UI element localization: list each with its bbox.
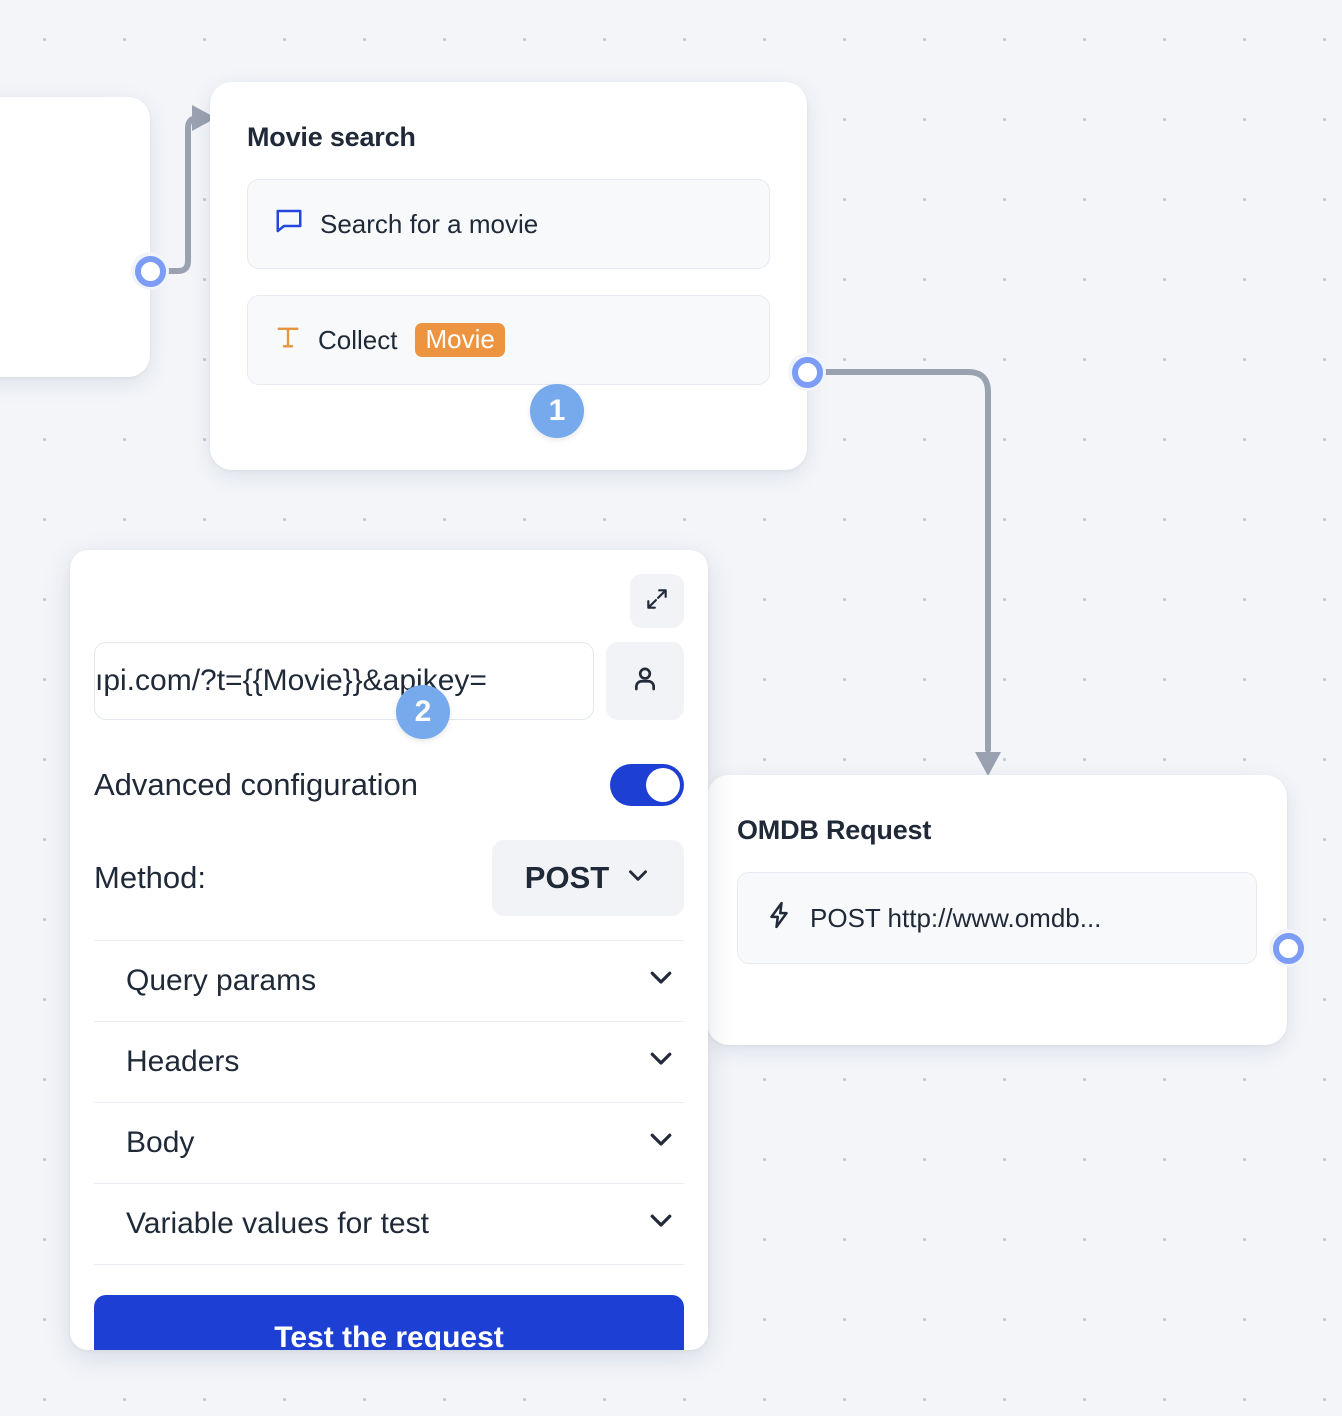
chevron-down-icon [646,1043,676,1081]
node-omdb-title: OMDB Request [737,815,932,845]
lightning-bolt-icon [764,900,794,937]
variable-chip-movie[interactable]: Movie [415,323,505,357]
accordion-headers[interactable]: Headers [94,1022,684,1103]
node-omdb-request[interactable]: OMDB Request POST http://www.omdb... [707,775,1287,1045]
chevron-down-icon [646,962,676,1000]
node-movie-search[interactable]: Movie search Search for a movie Collect … [210,82,807,470]
request-url-input[interactable]: ıpi.com/?t={{Movie}}&apikey= [94,642,594,720]
node-row-label: Search for a movie [320,208,539,239]
accordion-body[interactable]: Body [94,1103,684,1184]
step-badge-2: 2 [396,685,450,739]
test-the-request-button[interactable]: Test the request [94,1295,684,1350]
accordion-label: Variable values for test [126,1207,429,1240]
chat-bubble-icon [274,206,304,243]
person-icon [629,663,661,700]
node-row-label: Collect [318,324,398,355]
chevron-down-icon [646,1205,676,1243]
accordion-label: Headers [126,1045,240,1078]
expand-diagonal-icon [644,586,670,617]
advanced-configuration-toggle[interactable] [610,764,684,806]
node-left-partial[interactable] [0,97,150,377]
method-label: Method: [94,860,207,895]
accordion-label: Body [126,1126,195,1159]
method-select-value: POST [524,860,610,895]
port-movie-search-output[interactable] [788,353,826,391]
chevron-down-icon [625,860,651,896]
node-row-omdb-post-request[interactable]: POST http://www.omdb... [737,872,1257,964]
method-row: Method: POST [94,840,684,941]
accordion-variable-values-for-test[interactable]: Variable values for test [94,1184,684,1265]
port-omdb-request-output[interactable] [1269,929,1307,967]
advanced-configuration-label: Advanced configuration [94,767,419,802]
method-select[interactable]: POST [492,840,684,916]
accordion-label: Query params [126,964,317,997]
accordion-query-params[interactable]: Query params [94,941,684,1022]
step-badge-1: 1 [530,384,584,438]
request-config-panel[interactable]: ıpi.com/?t={{Movie}}&apikey= Advanced co… [70,550,708,1350]
node-movie-search-title: Movie search [247,122,416,152]
auth-user-button[interactable] [606,642,684,720]
node-row-collect-movie[interactable]: Collect Movie [247,295,770,385]
node-row-search-for-a-movie[interactable]: Search for a movie [247,179,770,269]
advanced-configuration-row: Advanced configuration [94,764,684,806]
expand-panel-button[interactable] [630,574,684,628]
text-type-icon [274,323,302,358]
url-row: ıpi.com/?t={{Movie}}&apikey= [94,642,684,720]
port-left-node-output[interactable] [131,252,169,290]
chevron-down-icon [646,1124,676,1162]
node-row-label: POST http://www.omdb... [810,902,1102,933]
